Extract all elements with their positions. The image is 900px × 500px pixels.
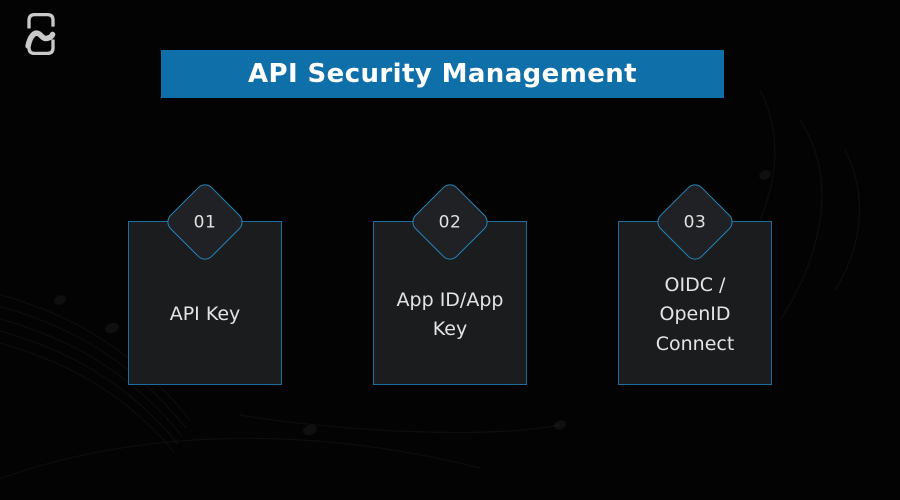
step-3-label: OIDC / OpenID Connect bbox=[655, 273, 735, 355]
title-banner: API Security Management bbox=[161, 50, 724, 98]
step-card-api-key: 01 API Key bbox=[128, 180, 282, 385]
step-card-app-id-app-key: 02 App ID/App Key bbox=[373, 180, 527, 385]
brand-logo bbox=[24, 10, 58, 58]
step-1-label: API Key bbox=[169, 303, 241, 326]
step-2-label: App ID/App Key bbox=[396, 288, 504, 340]
page-title: API Security Management bbox=[248, 59, 637, 89]
step-card-oidc-openid-connect: 03 OIDC / OpenID Connect bbox=[618, 180, 772, 385]
brand-logo-icon bbox=[25, 12, 56, 56]
